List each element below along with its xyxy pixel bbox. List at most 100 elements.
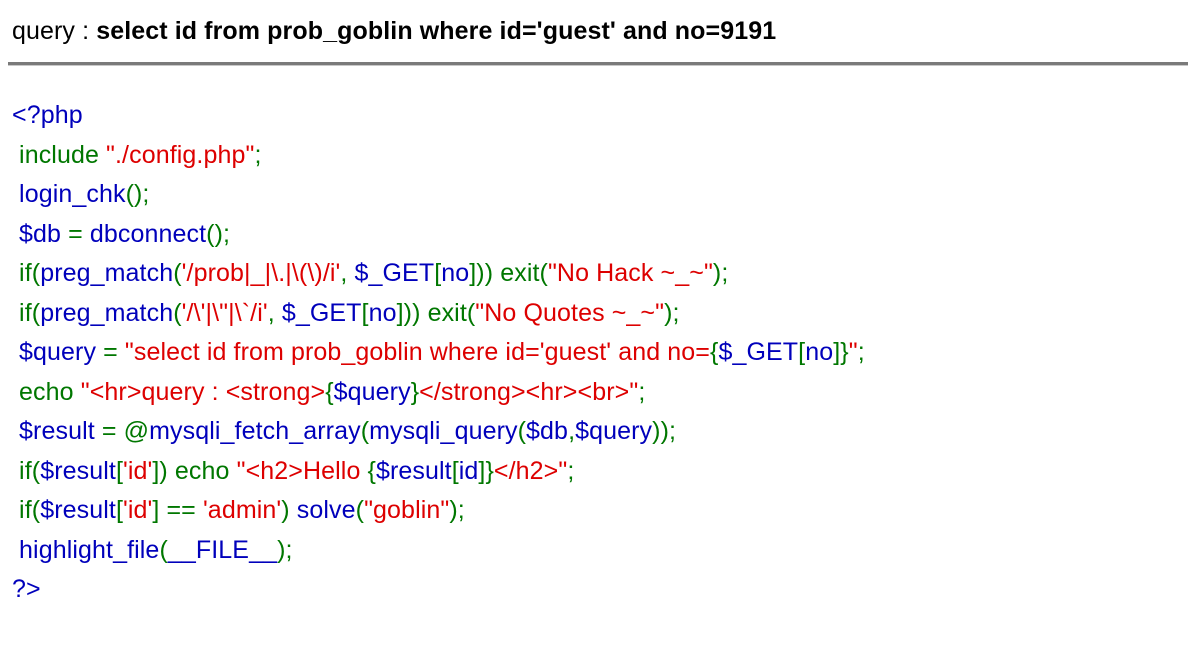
code-token: $result	[40, 496, 116, 524]
code-token: $query	[333, 377, 411, 406]
code-token: ();	[206, 219, 231, 248]
code-token: [	[115, 496, 123, 524]
code-token: highlight_file	[12, 535, 160, 564]
code-token: (	[159, 535, 168, 564]
code-token: 'admin'	[202, 496, 282, 524]
code-line: login_chk();	[12, 175, 1196, 215]
code-token: =	[103, 338, 125, 366]
code-token: login_chk	[12, 180, 126, 208]
code-token: $db	[12, 219, 69, 248]
code-token: mysqli_fetch_array	[149, 417, 361, 445]
code-token: <?php	[12, 101, 83, 129]
code-token: ?>	[12, 575, 41, 603]
code-token: );	[664, 298, 680, 327]
code-token: (	[173, 259, 182, 287]
code-token: (	[173, 298, 182, 327]
code-line: if($result['id'] == 'admin') solve("gobl…	[12, 491, 1196, 531]
code-token: = @	[101, 417, 150, 445]
code-token: (	[517, 417, 527, 445]
page-root: query : select id from prob_goblin where…	[0, 17, 1196, 610]
code-line: echo "<hr>query : <strong>{$query}</stro…	[12, 373, 1196, 413]
code-token: if(	[19, 298, 41, 327]
code-line: if(preg_match('/\'|\"|\`/i', $_GET[no]))…	[12, 294, 1196, 334]
code-token: ]}	[478, 456, 494, 485]
code-token: [	[798, 338, 806, 366]
code-token: ])	[152, 456, 175, 485]
code-token: "<hr>query : <strong>	[80, 377, 326, 406]
code-token: {	[710, 338, 719, 366]
code-line: <?php	[12, 96, 1196, 136]
code-token: "No Hack ~_~"	[547, 259, 713, 287]
code-token: =	[68, 219, 90, 248]
code-token: ();	[125, 180, 150, 208]
code-line: if(preg_match('/prob|_|\.|\(\)/i', $_GET…	[12, 254, 1196, 294]
horizontal-rule-separator	[8, 62, 1188, 66]
code-token: '/\'|\"|\`/i'	[181, 298, 268, 327]
code-token: $db	[526, 417, 569, 445]
code-token: no	[441, 259, 470, 287]
code-token: [	[361, 298, 369, 327]
code-token: ));	[652, 417, 677, 445]
code-token: {	[325, 377, 334, 406]
code-token: no	[368, 298, 397, 327]
code-token: </h2>"	[493, 456, 568, 485]
code-token: ;	[857, 338, 865, 366]
code-token: exit(	[427, 298, 476, 327]
code-token: "goblin"	[364, 496, 450, 524]
code-token: $result	[375, 456, 452, 485]
code-token: "./config.php"	[106, 140, 255, 169]
code-token: ]))	[469, 259, 501, 287]
code-token: "No Quotes ~_~"	[475, 298, 665, 327]
code-line: $db = dbconnect();	[12, 215, 1196, 255]
code-token	[12, 299, 19, 327]
code-token: ,	[267, 298, 282, 327]
php-source-listing: <?php include "./config.php"; login_chk(…	[0, 88, 1196, 610]
code-token: (	[360, 417, 370, 445]
code-token: ;	[567, 456, 575, 485]
code-token: "select id from prob_goblin where id='gu…	[124, 338, 710, 366]
code-token: );	[449, 496, 465, 524]
code-token: ] ==	[152, 496, 203, 524]
code-token: preg_match	[40, 298, 174, 327]
code-token: $_GET	[718, 338, 799, 366]
code-token: $query	[12, 338, 104, 366]
code-token: "<h2>Hello	[236, 456, 368, 485]
code-token: dbconnect	[89, 219, 207, 248]
code-token: include	[19, 140, 107, 169]
query-echo-label: query :	[12, 17, 97, 45]
code-token	[12, 378, 19, 406]
code-token: {	[367, 456, 376, 485]
code-token: ]))	[396, 298, 428, 327]
code-token: if(	[19, 259, 41, 287]
code-token	[12, 457, 19, 485]
code-token: [	[451, 456, 459, 485]
code-token: }	[410, 377, 420, 406]
code-token: $query	[575, 417, 653, 445]
code-token: 'id'	[122, 456, 153, 485]
code-line: $result = @mysqli_fetch_array(mysqli_que…	[12, 412, 1196, 452]
code-token: ;	[638, 377, 646, 406]
code-token: if(	[19, 456, 41, 485]
code-token: id	[458, 456, 479, 485]
code-token: [	[434, 259, 442, 287]
code-token: __FILE__	[167, 535, 278, 564]
code-token: no	[805, 338, 834, 366]
code-token: '/prob|_|\.|\(\)/i'	[181, 259, 341, 287]
code-token: mysqli_query	[369, 417, 518, 445]
code-line: include "./config.php";	[12, 136, 1196, 176]
code-token: )	[281, 496, 297, 524]
code-token: if(	[19, 496, 41, 524]
line-break-spacer	[0, 66, 1196, 88]
code-token: echo	[174, 456, 237, 485]
code-token	[12, 496, 19, 524]
code-token: echo	[19, 377, 81, 406]
code-token: ,	[568, 417, 576, 445]
code-line: highlight_file(__FILE__);	[12, 531, 1196, 571]
code-line: ?>	[12, 570, 1196, 610]
code-token: ;	[254, 140, 262, 169]
code-token: ,	[340, 259, 355, 287]
code-token: </strong><hr><br>"	[419, 377, 639, 406]
code-token: $_GET	[354, 259, 435, 287]
code-token: "	[848, 338, 858, 366]
code-token: 'id'	[122, 496, 153, 524]
